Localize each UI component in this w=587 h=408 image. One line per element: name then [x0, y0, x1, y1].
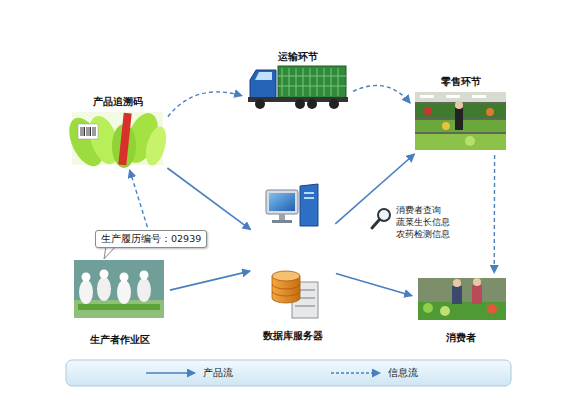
retail-node: 零售环节 [413, 75, 508, 152]
info-flow-arrow [494, 155, 496, 273]
magnifier-icon [372, 209, 390, 228]
consumer-node: 消费者 [415, 276, 507, 344]
transport-node: 运输环节 [245, 50, 350, 110]
production-photo [74, 260, 164, 318]
product-flow-arrow [170, 271, 250, 290]
info-flow-arrow [353, 85, 410, 103]
vegetable-photo [62, 109, 170, 172]
node-label: 生产履历编号：02939 [101, 233, 201, 245]
product-flow-arrow [336, 274, 412, 296]
node-label: 零售环节 [441, 75, 481, 88]
legend-label: 产品流 [203, 366, 233, 380]
legend-label: 信息流 [388, 366, 418, 380]
truck-icon [248, 66, 348, 109]
consumer-photo [418, 278, 506, 320]
computer-icon [266, 184, 318, 226]
info-flow-arrow [168, 92, 242, 117]
query-note: 消费者查询 蔬菜生长信息 农药检测信息 [396, 204, 458, 240]
server-node: 数据库服务器 [253, 180, 333, 342]
product-flow-arrow [167, 168, 250, 230]
legend-swatch [330, 366, 382, 380]
trace-code-node: 产品追溯码 [70, 95, 165, 167]
legend-item: 信息流 [330, 366, 418, 380]
production-node: 生产者作业区 [72, 258, 167, 346]
node-label: 产品追溯码 [93, 95, 143, 108]
node-label: 生产者作业区 [90, 333, 150, 346]
node-label: 运输环节 [278, 50, 318, 63]
legend-item: 产品流 [145, 366, 233, 380]
info-flow-arrow [130, 170, 148, 227]
callout-box: 生产履历编号：02939 [95, 230, 207, 248]
node-label: 数据库服务器 [263, 329, 323, 342]
database-icon [272, 271, 318, 318]
retail-photo [415, 92, 506, 150]
node-label: 消费者 [446, 331, 476, 344]
legend-bar [66, 360, 511, 386]
legend-swatch [145, 366, 197, 380]
